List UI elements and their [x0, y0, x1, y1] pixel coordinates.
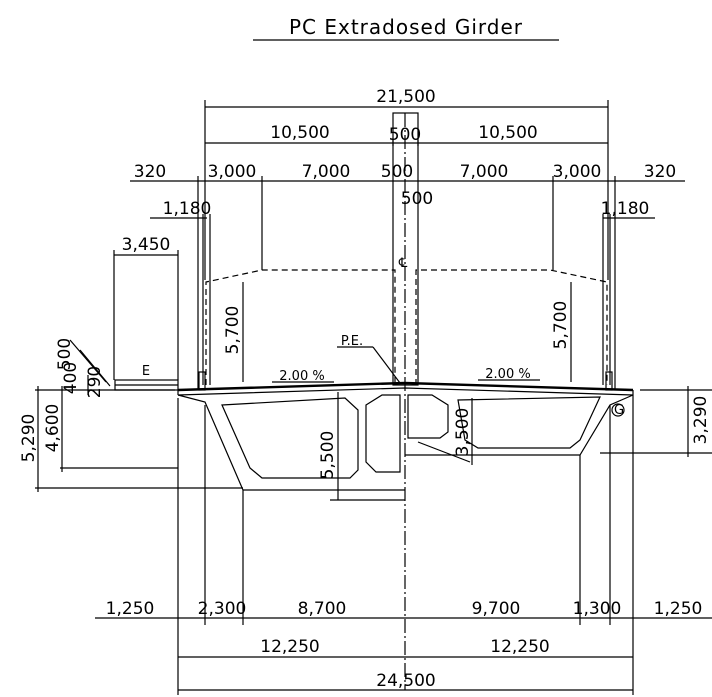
dim-depth-3500: 3,500	[453, 398, 473, 465]
dim-label-24500: 24,500	[376, 671, 435, 691]
dim-label-290: 290	[85, 366, 105, 398]
dim-label-5290: 5,290	[19, 414, 39, 463]
sidewalk-e: E	[114, 364, 179, 391]
dim-label-1180-right: 1,180	[601, 199, 650, 219]
deck-slab	[177, 371, 634, 396]
label-e: E	[142, 364, 150, 379]
cell-left	[221, 397, 359, 479]
dim-label-21500: 21,500	[376, 87, 435, 107]
dim-row-halves: 10,500 500 10,500	[205, 123, 608, 146]
dim-walkway-3450: 3,450	[113, 235, 179, 380]
dim-label-3450: 3,450	[122, 235, 171, 255]
dim-label-9700: 9,700	[472, 599, 521, 619]
dim-depth-3290: 3,290 G	[600, 386, 712, 457]
slope-left: 2.00 %	[272, 369, 334, 384]
dim-label-7000-right: 7,000	[460, 162, 509, 182]
dim-label-1250-right: 1,250	[654, 599, 703, 619]
dim-label-pylon-500: 500	[401, 189, 433, 209]
slope-label-right: 2.00 %	[485, 367, 530, 382]
box-girder	[177, 394, 634, 491]
dim-label-8700: 8,700	[298, 599, 347, 619]
cell-center-right	[407, 394, 449, 439]
dim-label-12250-right: 12,250	[490, 637, 549, 657]
dim-label-10500-left: 10,500	[270, 123, 329, 143]
dim-label-1180-left: 1,180	[163, 199, 212, 219]
cell-right	[457, 396, 601, 449]
dim-top-total: 21,500	[204, 87, 609, 280]
label-g: G	[614, 403, 624, 418]
dim-label-400: 400	[61, 362, 81, 394]
dim-row-lanes: 320 3,000 7,000 500 7,000 3,000 320	[130, 162, 685, 390]
dim-bottom-total: 24,500	[178, 671, 633, 691]
cell-center	[365, 394, 401, 473]
dim-label-5500: 5,500	[318, 431, 338, 480]
dim-label-1300: 1,300	[573, 599, 622, 619]
dim-label-500-row3: 500	[381, 162, 413, 182]
dim-label-3290: 3,290	[691, 396, 711, 445]
dim-label-320-left: 320	[134, 162, 166, 182]
dim-edges-1180: 1,180 1,180	[150, 199, 655, 385]
dim-bottom-halves: 12,250 12,250	[178, 637, 633, 658]
dim-label-500-left: 500	[55, 338, 75, 370]
dim-label-7000-left: 7,000	[302, 162, 351, 182]
pe-text: P.E.	[341, 334, 363, 349]
clearance-envelope-left: 5,700	[205, 269, 396, 385]
dim-depth-5500: 5,500	[318, 392, 405, 501]
dim-bottom-row: 1,250 2,300 8,700 9,700 1,300 1,250	[95, 395, 712, 695]
clearance-envelope-right: 5,700	[415, 269, 608, 385]
pe-label: P.E.	[337, 334, 401, 384]
dim-left-stack: 5,290 4,600 400 500 290	[19, 338, 243, 492]
centerline-symbol: ℄	[398, 256, 408, 271]
drawing-title: PC Extradosed Girder	[289, 15, 523, 39]
dim-label-3500: 3,500	[453, 408, 473, 457]
dim-label-4600: 4,600	[43, 404, 63, 453]
dim-label-5700-left: 5,700	[223, 306, 243, 355]
slope-right: 2.00 %	[478, 367, 540, 382]
dim-label-5700-right: 5,700	[551, 301, 571, 350]
dim-label-10500-right: 10,500	[478, 123, 537, 143]
pylon: 500 ℄	[392, 112, 433, 690]
dim-label-12250-left: 12,250	[260, 637, 319, 657]
dim-label-320-right: 320	[644, 162, 676, 182]
slope-label-left: 2.00 %	[279, 369, 324, 384]
dim-label-3000-right: 3,000	[553, 162, 602, 182]
dim-label-3000-left: 3,000	[208, 162, 257, 182]
dim-label-1250-left: 1,250	[106, 599, 155, 619]
dim-label-2300: 2,300	[198, 599, 247, 619]
